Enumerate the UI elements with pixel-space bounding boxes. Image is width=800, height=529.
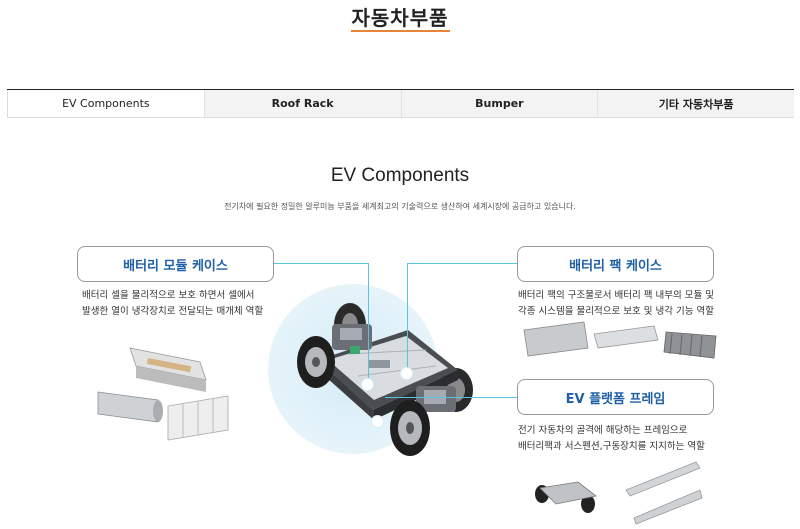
pack-case-desc-2: 각종 시스템을 물리적으로 보호 및 냉각 기능 역할	[518, 306, 714, 317]
pack-connector-v	[407, 263, 408, 373]
title-underline	[351, 30, 450, 32]
hotspot-pack[interactable]	[400, 367, 413, 380]
module-connector-h	[274, 263, 369, 264]
module-connector-v	[368, 263, 369, 382]
section-subtitle: 전기차에 필요한 정밀한 알루미늄 부품을 세계최고의 기술력으로 생산하여 세…	[224, 202, 576, 211]
platform-frame-desc-2: 배터리팩과 서스펜션,구동장치를 지지하는 역할	[518, 441, 705, 452]
frame-connector-h	[385, 397, 517, 398]
tab-bumper[interactable]: Bumper	[401, 90, 599, 117]
hotspot-frame[interactable]	[371, 415, 384, 428]
pack-case-desc-1: 배터리 팩의 구조물로서 배터리 팩 내부의 모듈 및	[518, 290, 714, 301]
section-title: EV Components	[330, 165, 470, 186]
category-tabs: EV Components Roof Rack Bumper 기타 자동차부품	[7, 89, 794, 118]
tab-other-parts[interactable]: 기타 자동차부품	[598, 90, 794, 117]
pack-connector-h	[407, 263, 517, 264]
module-case-desc-2: 발생한 열이 냉각장치로 전달되는 매개체 역할	[82, 306, 264, 317]
tab-roof-rack[interactable]: Roof Rack	[204, 90, 402, 117]
page-title: 자동차부품	[351, 6, 449, 30]
module-case-label: 배터리 모듈 케이스	[77, 246, 274, 282]
platform-frame-label: EV 플랫폼 프레임	[517, 379, 714, 415]
tab-ev-components[interactable]: EV Components	[7, 90, 205, 117]
module-case-desc-1: 배터리 셀을 물리적으로 보호 하면서 셀에서	[82, 290, 255, 301]
platform-frame-image	[535, 461, 703, 525]
pack-case-label: 배터리 팩 케이스	[517, 246, 714, 282]
platform-frame-desc-1: 전기 자동차의 골격에 해당하는 프레임으로	[518, 425, 688, 436]
pack-case-image	[523, 321, 717, 359]
ev-chassis-image	[297, 303, 473, 456]
module-case-image	[97, 347, 229, 441]
hotspot-module[interactable]	[361, 378, 374, 391]
